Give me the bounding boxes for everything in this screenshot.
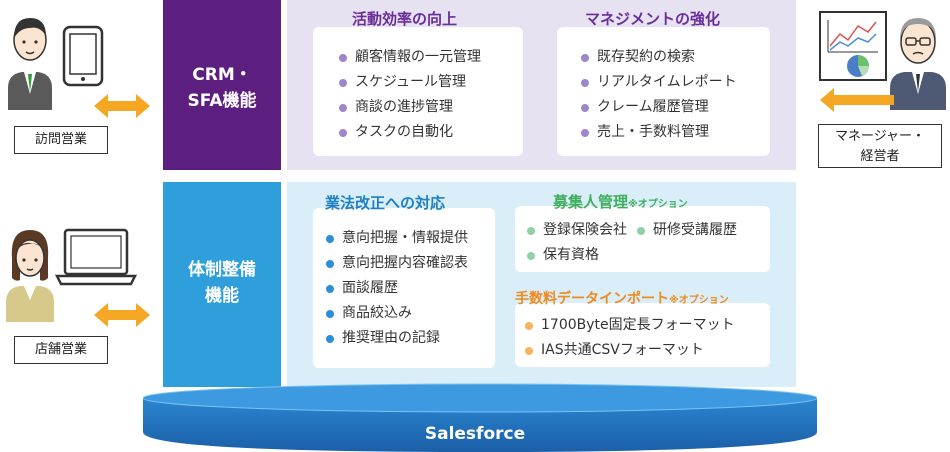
system-side-panel: 体制整備 機能 xyxy=(163,182,281,387)
list-item: 推奨理由の記録 xyxy=(326,326,468,351)
list-item: 商品絞込み xyxy=(326,301,468,326)
list-item: クレーム履歴管理 xyxy=(581,95,737,120)
list-item: 保有資格 xyxy=(527,243,599,268)
import-title: 手数料データインポート※オプション xyxy=(515,291,729,307)
left-arrow-icon xyxy=(820,88,894,112)
list-item: 意向把握・情報提供 xyxy=(326,226,468,251)
double-arrow-icon xyxy=(94,94,150,118)
list-item: 登録保険会社 xyxy=(527,218,627,243)
crm-sfa-side-panel: CRM・ SFA機能 xyxy=(163,0,281,170)
manager-label: マネージャー・ 経営者 xyxy=(818,124,942,168)
recruit-list: 登録保険会社 研修受講履歴 保有資格 xyxy=(527,218,767,268)
divider xyxy=(281,182,287,387)
list-item: 1700Byte固定長フォーマット xyxy=(525,313,735,338)
recruit-title: 募集人管理※オプション xyxy=(553,193,688,211)
bullet-icon xyxy=(326,259,334,268)
management-card xyxy=(557,27,770,156)
activity-efficiency-title: 活動効率の向上 xyxy=(352,10,458,28)
option-note: ※オプション xyxy=(669,295,729,306)
management-title: マネジメントの強化 xyxy=(585,10,721,28)
tablet-icon xyxy=(62,25,104,87)
list-item: 売上・手数料管理 xyxy=(581,120,737,145)
bullet-icon xyxy=(326,284,334,293)
bullet-icon xyxy=(326,234,334,243)
list-item: 意向把握内容確認表 xyxy=(326,251,468,276)
recruit-card xyxy=(515,206,770,272)
list-item: 研修受講履歴 xyxy=(637,218,737,243)
bullet-icon xyxy=(339,78,347,87)
option-note: ※オプション xyxy=(628,199,688,210)
store-sales-label: 店舗営業 xyxy=(14,336,108,364)
bullet-icon xyxy=(527,251,535,260)
bullet-icon xyxy=(326,334,334,343)
compliance-title: 業法改正への対応 xyxy=(325,194,446,212)
compliance-list: 意向把握・情報提供 意向把握内容確認表 面談履歴 商品絞込み 推奨理由の記録 xyxy=(326,226,468,351)
list-item: 面談履歴 xyxy=(326,276,468,301)
import-card xyxy=(515,303,770,367)
double-arrow-icon xyxy=(94,303,150,327)
bullet-icon xyxy=(527,226,535,235)
list-item: 既存契約の検索 xyxy=(581,45,737,70)
salesforce-base xyxy=(143,383,817,452)
activity-efficiency-list: 顧客情報の一元管理 スケジュール管理 商談の進捗管理 タスクの自動化 xyxy=(339,45,481,145)
management-list: 既存契約の検索 リアルタイムレポート クレーム履歴管理 売上・手数料管理 xyxy=(581,45,737,145)
list-item: スケジュール管理 xyxy=(339,70,481,95)
salesman-icon xyxy=(8,18,52,110)
list-item: リアルタイムレポート xyxy=(581,70,737,95)
bullet-icon xyxy=(581,78,589,87)
bullet-icon xyxy=(339,53,347,62)
import-list: 1700Byte固定長フォーマット IAS共通CSVフォーマット xyxy=(525,313,735,363)
bullet-icon xyxy=(581,128,589,137)
divider xyxy=(281,0,287,170)
bullet-icon xyxy=(525,346,533,355)
list-item: タスクの自動化 xyxy=(339,120,481,145)
bullet-icon xyxy=(339,103,347,112)
crm-sfa-label: CRM・ SFA機能 xyxy=(187,65,257,111)
bullet-icon xyxy=(326,309,334,318)
visit-sales-label: 訪問営業 xyxy=(14,126,108,154)
bullet-icon xyxy=(637,226,645,235)
laptop-icon xyxy=(55,228,137,286)
manager-icon xyxy=(890,18,946,110)
salesforce-label: Salesforce xyxy=(424,424,526,444)
saleswoman-icon xyxy=(6,230,54,322)
bullet-icon xyxy=(525,321,533,330)
list-item: 商談の進捗管理 xyxy=(339,95,481,120)
chart-report-icon xyxy=(819,11,887,81)
system-label: 体制整備 機能 xyxy=(188,260,256,306)
list-item: IAS共通CSVフォーマット xyxy=(525,338,735,363)
compliance-card xyxy=(313,208,495,368)
bullet-icon xyxy=(581,103,589,112)
bullet-icon xyxy=(339,128,347,137)
activity-efficiency-card xyxy=(313,27,523,156)
bullet-icon xyxy=(581,53,589,62)
list-item: 顧客情報の一元管理 xyxy=(339,45,481,70)
